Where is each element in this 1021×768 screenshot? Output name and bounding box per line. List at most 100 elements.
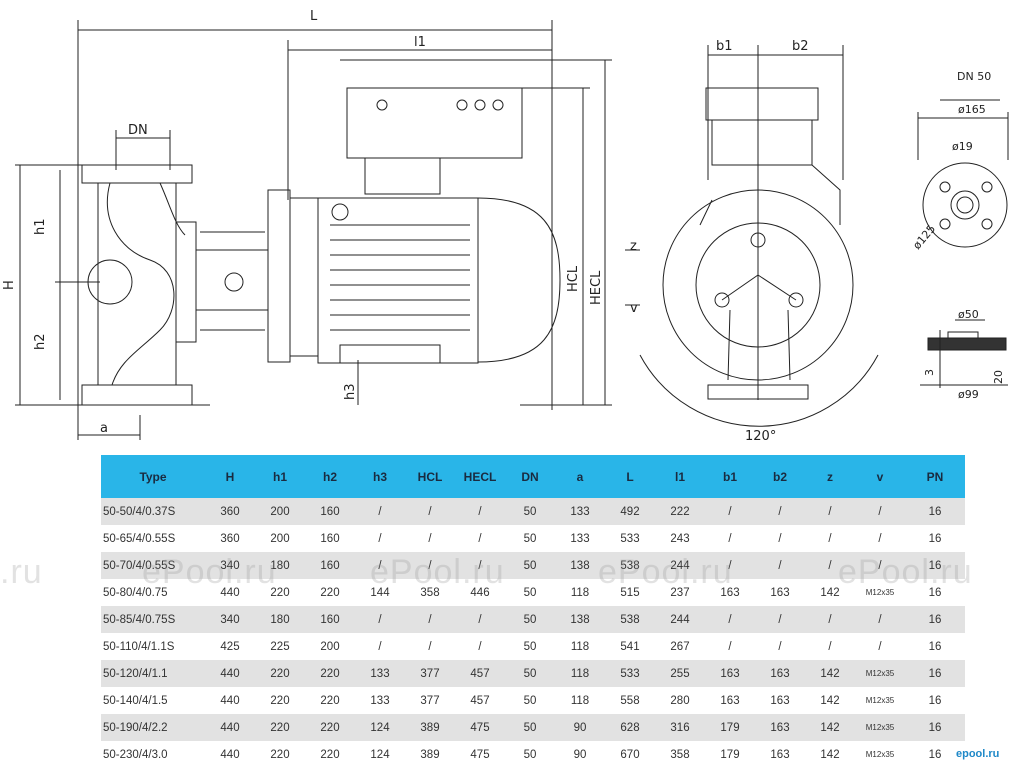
table-cell: 200 — [255, 525, 305, 552]
table-cell: / — [705, 498, 755, 525]
table-cell: 220 — [305, 687, 355, 714]
table-cell: / — [355, 498, 405, 525]
table-cell: 255 — [655, 660, 705, 687]
table-cell-type: 50-50/4/0.37S — [101, 498, 205, 525]
table-cell: 220 — [255, 714, 305, 741]
dim-label-b2: b2 — [792, 39, 809, 54]
table-cell: 244 — [655, 606, 705, 633]
table-cell-type: 50-80/4/0.75 — [101, 579, 205, 606]
brand-logo: epool.ru — [953, 748, 1003, 760]
flange-label-dn50: DN 50 — [957, 70, 991, 83]
table-cell-type: 50-65/4/0.55S — [101, 525, 205, 552]
table-cell: 340 — [205, 552, 255, 579]
flange-label-3: 3 — [923, 369, 936, 376]
table-cell: 220 — [255, 579, 305, 606]
column-header-type: Type — [101, 455, 205, 498]
table-cell: 220 — [305, 660, 355, 687]
table-cell: / — [455, 552, 505, 579]
column-header-dn: DN — [505, 455, 555, 498]
table-cell: 160 — [305, 552, 355, 579]
table-cell: / — [405, 498, 455, 525]
dim-label-angle: 120° — [745, 429, 776, 444]
table-cell: 50 — [505, 714, 555, 741]
flange-label-d99: ø99 — [958, 388, 979, 401]
table-cell: / — [705, 606, 755, 633]
table-cell: / — [405, 633, 455, 660]
table-cell: / — [755, 498, 805, 525]
table-cell: 124 — [355, 741, 405, 768]
table-cell: M12x35 — [855, 687, 905, 714]
table-cell: 377 — [405, 687, 455, 714]
table-cell: 533 — [605, 660, 655, 687]
table-cell: 670 — [605, 741, 655, 768]
table-cell: 118 — [555, 579, 605, 606]
table-cell: 144 — [355, 579, 405, 606]
flange-label-d19: ø19 — [952, 140, 973, 153]
table-cell: 163 — [755, 741, 805, 768]
pump-drawing-svg: L l1 DN h1 H h2 h3 a HCL HECL b1 b2 z v … — [2, 9, 1009, 444]
table-cell: 90 — [555, 714, 605, 741]
table-cell: 133 — [555, 525, 605, 552]
table-cell: / — [705, 633, 755, 660]
table-cell: 118 — [555, 660, 605, 687]
dim-label-h2: h2 — [33, 333, 48, 350]
table-cell: 446 — [455, 579, 505, 606]
table-cell: / — [805, 498, 855, 525]
table-cell: / — [855, 633, 905, 660]
table-cell: / — [805, 633, 855, 660]
column-header-hcl: HCL — [405, 455, 455, 498]
table-cell: 160 — [305, 606, 355, 633]
table-cell: / — [455, 606, 505, 633]
table-cell: 50 — [505, 741, 555, 768]
table-cell: 163 — [755, 687, 805, 714]
table-cell: 133 — [555, 498, 605, 525]
dim-label-b1: b1 — [716, 39, 733, 54]
table-cell: 220 — [305, 579, 355, 606]
table-cell: 142 — [805, 714, 855, 741]
table-cell: 340 — [205, 606, 255, 633]
table-cell: 200 — [305, 633, 355, 660]
table-cell: 440 — [205, 579, 255, 606]
table-cell: 133 — [355, 687, 405, 714]
table-cell: 220 — [255, 660, 305, 687]
table-cell: 163 — [755, 579, 805, 606]
table-cell: / — [455, 633, 505, 660]
table-cell: 538 — [605, 552, 655, 579]
column-header-v: v — [855, 455, 905, 498]
column-header-a: a — [555, 455, 605, 498]
table-cell: 179 — [705, 741, 755, 768]
table-cell: 124 — [355, 714, 405, 741]
table-cell: 541 — [605, 633, 655, 660]
table-cell: 142 — [805, 741, 855, 768]
table-cell: 538 — [605, 606, 655, 633]
table-cell: 118 — [555, 633, 605, 660]
technical-drawing: L l1 DN h1 H h2 h3 a HCL HECL b1 b2 z v … — [2, 9, 1009, 444]
dim-label-a: a — [100, 421, 108, 436]
table-cell: / — [405, 606, 455, 633]
flange-label-d165: ø165 — [958, 103, 986, 116]
column-header-l1: l1 — [655, 455, 705, 498]
table-cell: 163 — [705, 579, 755, 606]
table-cell: 16 — [905, 660, 965, 687]
table-cell-type: 50-230/4/3.0 — [101, 741, 205, 768]
table-cell: 163 — [705, 660, 755, 687]
table-cell: / — [405, 552, 455, 579]
table-cell: 163 — [705, 687, 755, 714]
table-cell: 142 — [805, 660, 855, 687]
table-cell: 358 — [405, 579, 455, 606]
table-cell: 222 — [655, 498, 705, 525]
table-cell: M12x35 — [855, 579, 905, 606]
table-cell: 50 — [505, 552, 555, 579]
table-cell: 16 — [905, 687, 965, 714]
table-cell: 50 — [505, 660, 555, 687]
table-cell: / — [805, 606, 855, 633]
table-cell: 118 — [555, 687, 605, 714]
table-cell: 220 — [305, 741, 355, 768]
table-cell: 440 — [205, 714, 255, 741]
